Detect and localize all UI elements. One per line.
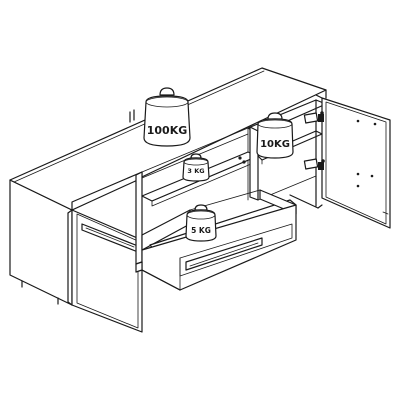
weight-10kg-icon: 10KG <box>256 112 294 159</box>
weight-10kg-label: 10KG <box>260 139 290 150</box>
right-door <box>303 94 391 229</box>
drawer <box>135 189 297 291</box>
middle-base <box>135 261 143 273</box>
weight-100kg-icon: 100KG <box>143 87 191 147</box>
left-door <box>67 209 143 333</box>
weight-5kg-icon: 5 KG <box>185 204 217 242</box>
weight-100kg-label: 100KG <box>147 124 188 137</box>
weight-5kg-label: 5 KG <box>191 226 211 235</box>
weight-3kg-label: 3 KG <box>187 167 204 175</box>
weight-3kg-icon: 3 KG <box>182 153 210 182</box>
